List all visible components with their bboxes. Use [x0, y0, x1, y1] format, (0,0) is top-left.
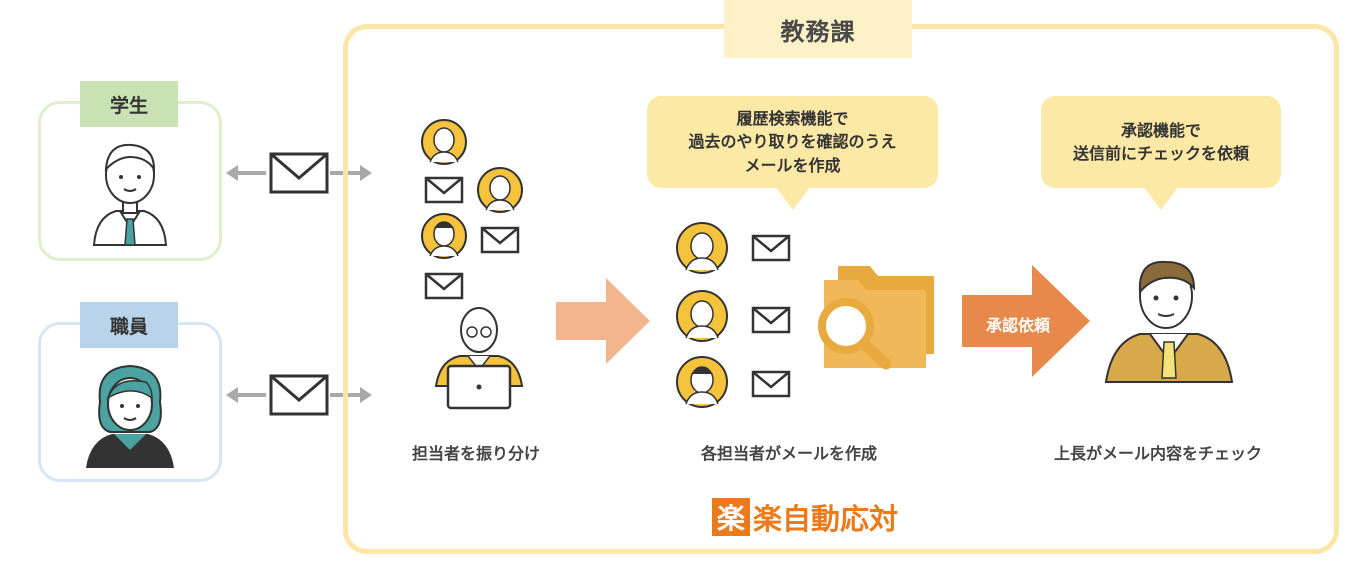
- caption-compose: 各担当者がメールを作成: [700, 444, 878, 463]
- bubble-line: 過去のやり取りを確認のうえ: [688, 132, 897, 152]
- logo-mark: 楽: [712, 498, 750, 536]
- flow-arrow: [556, 278, 650, 364]
- history-search-folder-icon: [818, 266, 934, 370]
- supervisor-icon: [1104, 260, 1234, 383]
- logo-text: 楽自動応対: [753, 502, 899, 536]
- staff-label: 職員: [80, 302, 178, 348]
- student-label: 学生: [80, 81, 178, 127]
- assign-avatar-cluster: [421, 119, 523, 300]
- bubble-line: メールを作成: [744, 155, 841, 175]
- student-mail-exchange: [226, 152, 372, 194]
- approval-request-label: 承認依頼: [985, 316, 1050, 335]
- student-avatar-icon: [92, 143, 168, 246]
- caption-assign: 担当者を振り分け: [411, 444, 541, 463]
- approval-request-arrow: [962, 265, 1090, 377]
- caption-check: 上長がメール内容をチェック: [1053, 444, 1263, 463]
- product-logo: 楽 楽自動応対: [712, 496, 898, 538]
- staff-avatar-icon: [86, 364, 174, 468]
- bubble-line: 承認機能で: [1120, 120, 1201, 140]
- assigner-laptop-icon: [434, 307, 524, 410]
- bubble-line: 履歴検索機能で: [736, 109, 849, 129]
- compose-avatar-list: [676, 222, 791, 408]
- staff-mail-exchange: [226, 374, 372, 416]
- approval-bubble: 承認機能で 送信前にチェックを依頼: [1041, 96, 1281, 188]
- department-label: 教務課: [724, 0, 912, 58]
- bubble-line: 送信前にチェックを依頼: [1072, 144, 1249, 163]
- history-search-bubble: 履歴検索機能で 過去のやり取りを確認のうえ メールを作成: [647, 96, 938, 188]
